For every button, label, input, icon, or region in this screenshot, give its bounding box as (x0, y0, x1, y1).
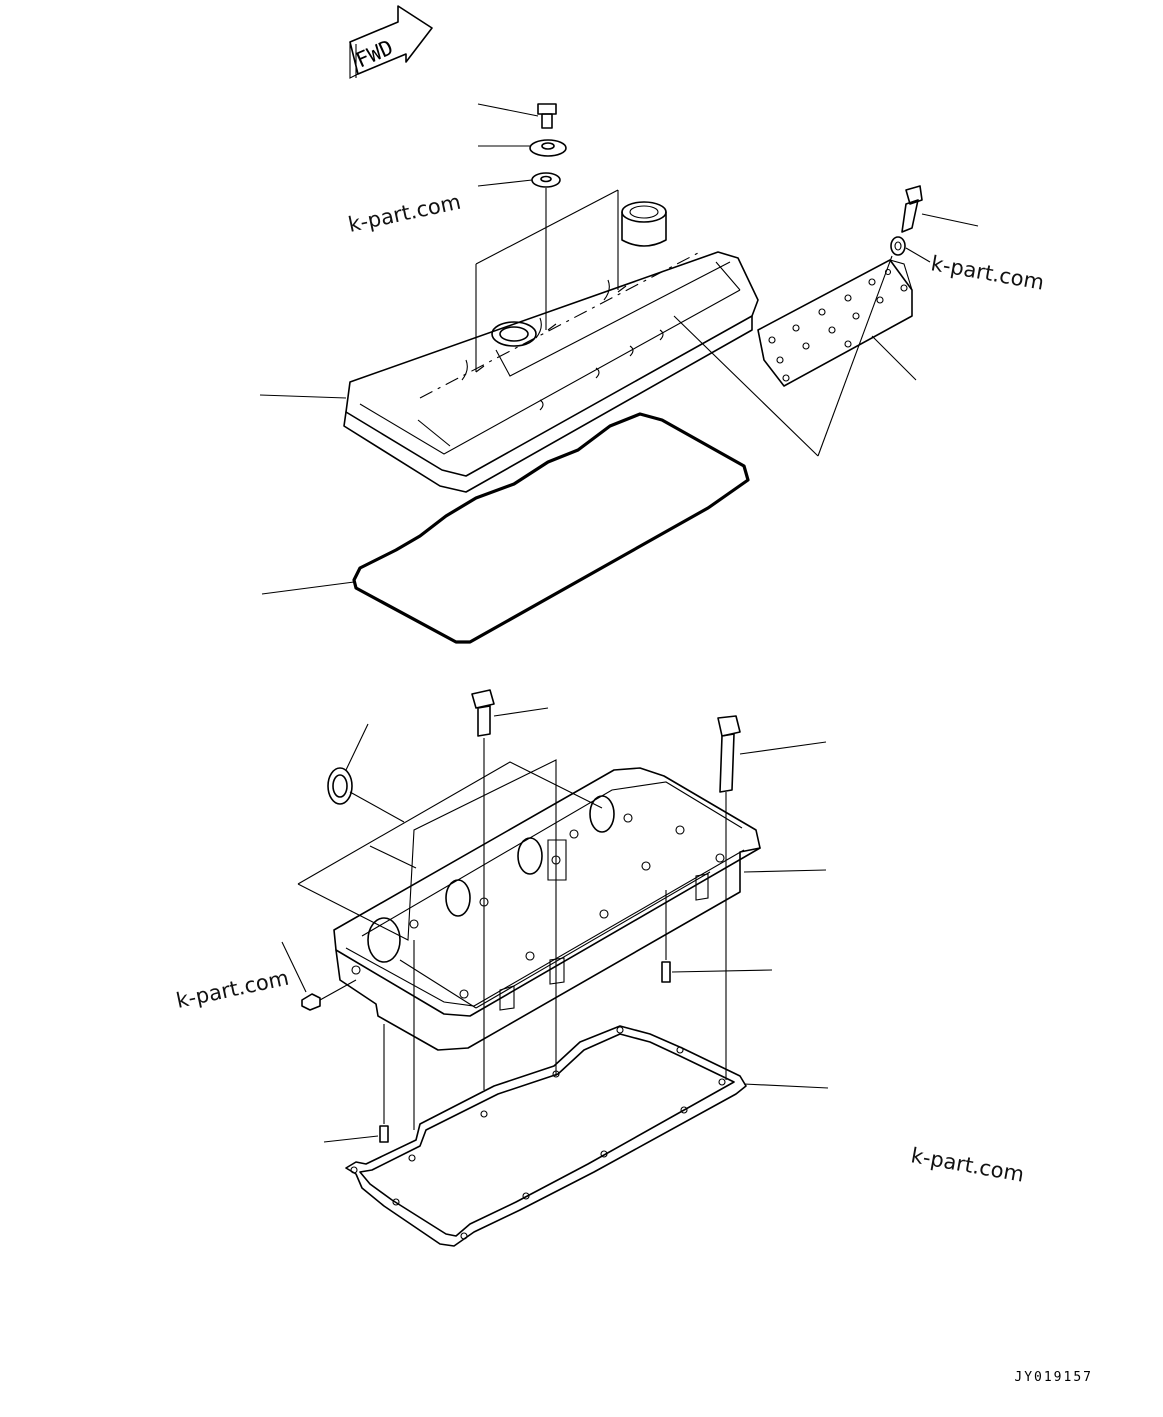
watermark-bottom: k-part.com (909, 1143, 1026, 1186)
dowel-pin-left (323, 1024, 389, 1143)
housing-bolt-long (717, 715, 827, 1080)
drawing-code: JY019157 (1014, 1370, 1093, 1385)
seal-washer (478, 139, 567, 157)
cover-bracket (673, 255, 917, 457)
oil-seal (327, 723, 405, 823)
cover-bolt (477, 103, 557, 129)
watermark-right: k-part.com (929, 251, 1046, 294)
housing-bolt-short (471, 689, 549, 1090)
watermark-left: k-part.com (174, 966, 291, 1013)
assembly-guides (297, 759, 667, 1130)
head-cover (259, 189, 759, 493)
bracket-bolt (890, 185, 979, 263)
dowel-pin-right (661, 961, 773, 983)
drain-plug (281, 941, 357, 1011)
watermark-top: k-part.com (346, 190, 463, 237)
fwd-label: FWD (352, 35, 396, 72)
housing-gasket (345, 1025, 829, 1247)
fwd-arrow: FWD (349, 5, 433, 79)
washer (477, 172, 561, 330)
rocker-housing (333, 767, 827, 1051)
head-cover-gasket (261, 412, 750, 644)
